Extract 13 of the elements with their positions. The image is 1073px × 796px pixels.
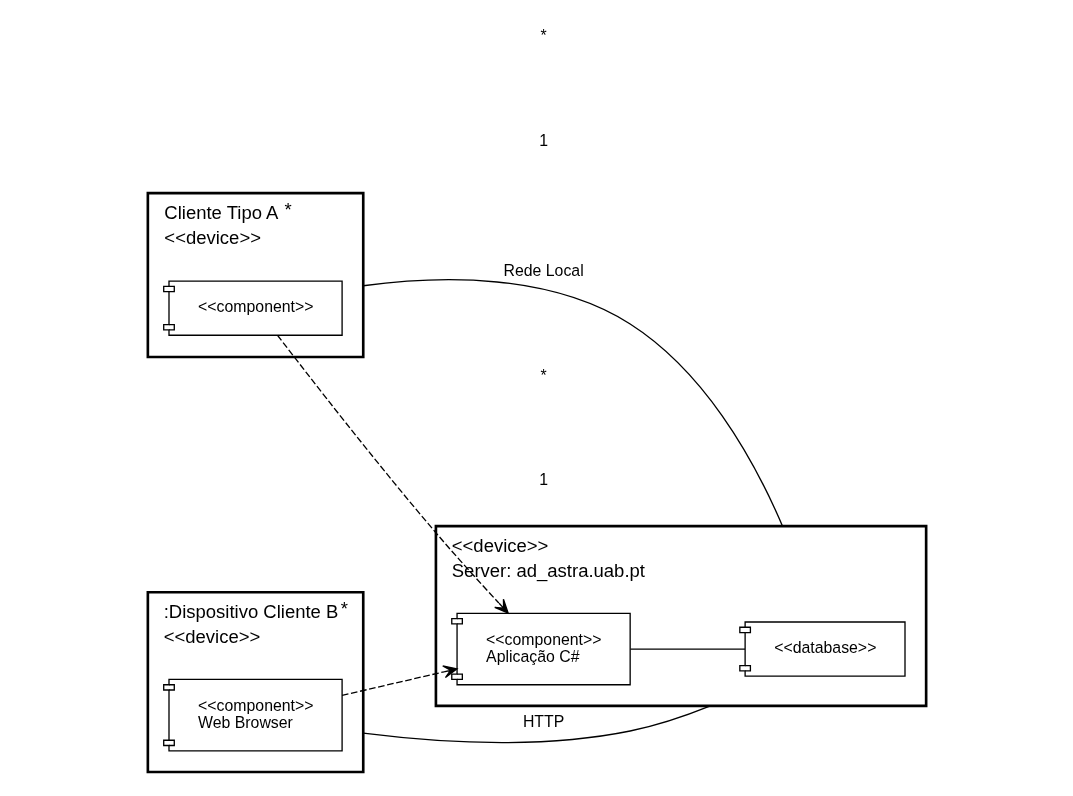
connector <box>629 648 746 650</box>
edge-label: HTTP <box>522 712 564 730</box>
connector <box>362 705 711 744</box>
label: * <box>540 27 547 45</box>
node-label: * <box>284 198 292 220</box>
arrow <box>340 665 458 697</box>
arrow <box>276 334 509 614</box>
label: 1 <box>538 471 548 489</box>
edge-label: Rede Local <box>503 261 584 279</box>
label: * <box>540 366 547 384</box>
node-label: * <box>340 597 348 619</box>
label: 1 <box>538 131 548 149</box>
connector <box>362 279 783 527</box>
